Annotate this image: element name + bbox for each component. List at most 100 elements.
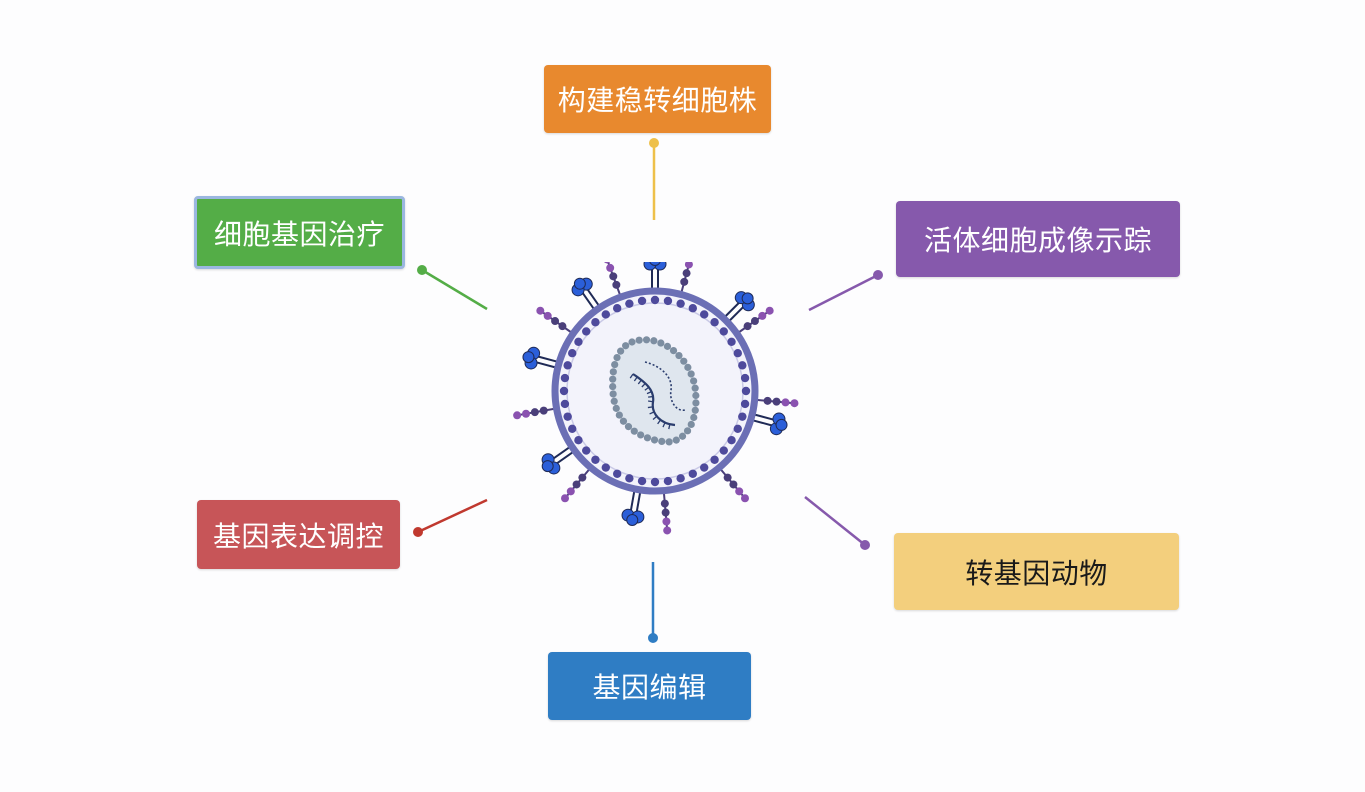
- spike-bead: [790, 399, 799, 408]
- spike-bead: [680, 277, 689, 286]
- glycoprotein-head: [649, 262, 661, 266]
- rna-tick: [648, 395, 654, 398]
- connector-lower-left-dot: [413, 527, 423, 537]
- core-dot: [683, 427, 692, 435]
- connector-upper-left-line: [421, 268, 488, 311]
- glycoprotein-stalk: [536, 361, 556, 369]
- label-gene-expression-regulation: 基因表达调控: [197, 500, 400, 569]
- glycoprotein-head: [541, 460, 554, 473]
- spike-bead: [561, 494, 570, 503]
- membrane-dot: [688, 304, 698, 313]
- spike-bead: [606, 263, 615, 272]
- core-dot: [690, 377, 698, 385]
- membrane-dot: [560, 399, 570, 409]
- connector-lower-left-line: [417, 498, 488, 534]
- label-build-stable-cell-line: 构建稳转细胞株: [544, 65, 771, 133]
- spike-bead: [763, 396, 772, 405]
- spike-bead: [543, 311, 552, 320]
- glycoprotein-stalk: [724, 301, 740, 318]
- membrane-dot: [663, 476, 673, 486]
- spike-bead: [558, 322, 567, 331]
- spike-bead: [765, 306, 774, 315]
- core-dot: [609, 368, 617, 376]
- spike-bead: [551, 317, 560, 326]
- core-dot: [630, 427, 638, 435]
- rna-tick: [644, 386, 650, 391]
- core-dot: [663, 342, 672, 350]
- core-dot: [678, 432, 687, 440]
- spike-bead: [663, 526, 672, 535]
- connector-bottom: [648, 562, 658, 643]
- spike-bead: [539, 406, 548, 415]
- core-dot: [609, 390, 617, 398]
- membrane-dot: [612, 304, 622, 313]
- rna-strand-2: [644, 361, 686, 412]
- core-dot: [637, 431, 645, 439]
- core-dot: [609, 382, 617, 391]
- membrane-dot: [650, 295, 660, 305]
- core-dot: [612, 404, 620, 412]
- spike-bead: [740, 494, 749, 503]
- spike-bead: [660, 499, 669, 508]
- virus-core-capsid: [612, 339, 696, 442]
- spike-bead: [604, 262, 611, 264]
- core-dot: [687, 370, 695, 378]
- glycoprotein-stalk: [629, 490, 636, 511]
- membrane-dot: [560, 373, 570, 383]
- spike-bead: [609, 272, 618, 281]
- membrane-dot: [582, 446, 591, 455]
- glycoprotein-head: [573, 277, 586, 290]
- rna-tick: [657, 419, 662, 425]
- membrane-dot: [733, 424, 742, 434]
- glycoprotein-head: [775, 418, 788, 431]
- membrane-dot: [699, 310, 709, 319]
- membrane-dot: [591, 455, 600, 464]
- core-dot: [680, 357, 688, 365]
- core-dot: [610, 397, 618, 405]
- membrane-dot: [563, 412, 572, 421]
- membrane-dot: [582, 327, 591, 336]
- virus-core-dots: [609, 336, 700, 446]
- spike-bead: [572, 480, 581, 489]
- membrane-dot: [612, 469, 622, 478]
- membrane-dot: [738, 412, 747, 421]
- spike-bead: [662, 517, 671, 526]
- connector-upper-left-dot: [417, 265, 427, 275]
- core-dot: [628, 338, 636, 346]
- spike-bead: [566, 487, 575, 496]
- membrane-dot: [625, 299, 634, 308]
- spike-bead: [513, 411, 522, 420]
- core-dot: [642, 336, 651, 344]
- glycoprotein-stalk: [552, 446, 571, 460]
- rna-tick: [637, 379, 642, 385]
- rna-tick: [649, 411, 655, 415]
- membrane-dot: [650, 477, 660, 487]
- virus-spikes: [513, 262, 799, 535]
- label-transgenic-animals: 转基因动物: [894, 533, 1179, 610]
- core-dot: [622, 342, 630, 350]
- core-dot: [615, 411, 623, 419]
- core-dot: [643, 434, 652, 442]
- membrane-dot: [733, 348, 742, 358]
- core-dot: [692, 391, 700, 400]
- membrane-dot: [568, 424, 577, 434]
- core-dot: [669, 346, 678, 355]
- connector-upper-left: [417, 265, 488, 311]
- membrane-dot: [559, 386, 569, 396]
- spike-bead: [772, 397, 781, 406]
- membrane-dot: [601, 463, 611, 472]
- spike-bead: [750, 317, 759, 326]
- rna-tick: [652, 415, 658, 421]
- core-dot: [613, 353, 621, 362]
- membrane-dot: [710, 318, 719, 327]
- spike-bead: [743, 322, 752, 331]
- label-gene-expression-regulation-text: 基因表达调控: [212, 519, 384, 553]
- membrane-dot: [719, 446, 728, 455]
- label-build-stable-cell-line-text: 构建稳转细胞株: [557, 84, 758, 117]
- spike-bead: [735, 487, 744, 496]
- rna-tick: [641, 382, 646, 388]
- core-dot: [624, 423, 633, 431]
- spike-bead: [578, 473, 587, 482]
- label-live-cell-imaging-text: 活体细胞成像示踪: [923, 224, 1152, 257]
